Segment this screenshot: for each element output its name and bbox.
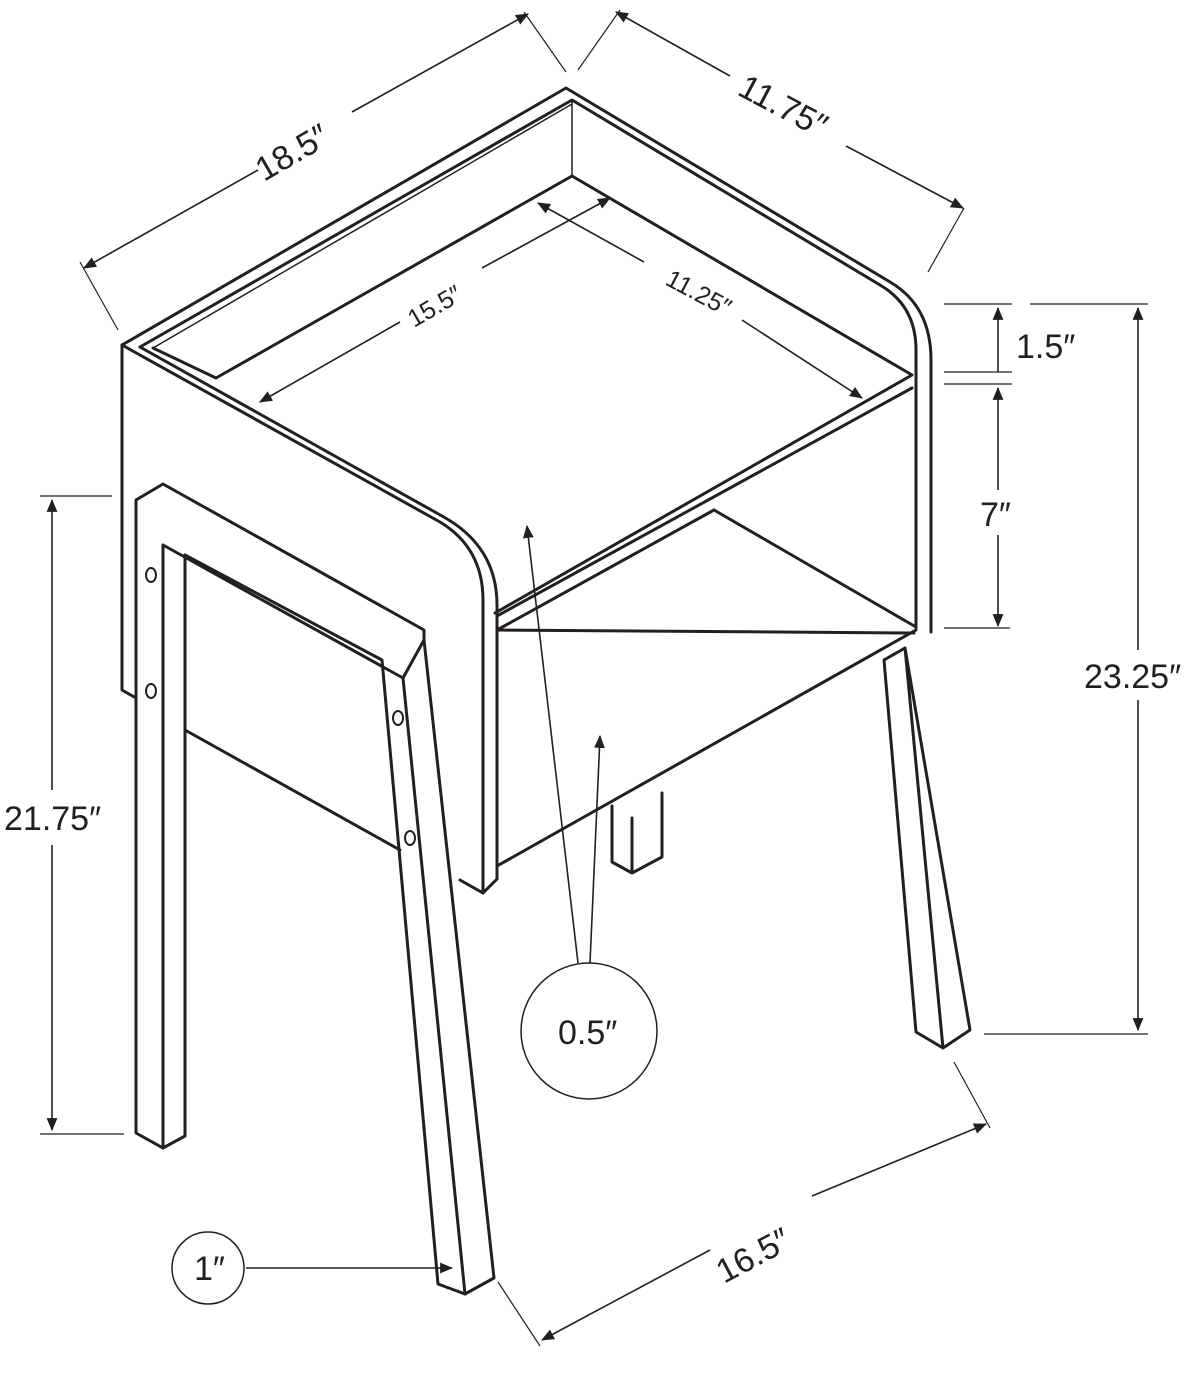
width-dim-line bbox=[83, 169, 259, 269]
inner-width-dim-line bbox=[259, 321, 401, 403]
panel-thickness-callout bbox=[520, 962, 658, 1100]
rear-leg bbox=[610, 791, 664, 875]
bottom-front-edge bbox=[481, 864, 499, 895]
right-back-leg bbox=[882, 646, 972, 1050]
leg-span-label: 16.5″ bbox=[710, 1221, 797, 1291]
front-frame bbox=[134, 482, 496, 1296]
overall-height-label: 23.25″ bbox=[1084, 658, 1181, 696]
screw-hole bbox=[145, 683, 157, 699]
leg-span-dim-line bbox=[541, 1249, 711, 1341]
screw-holes bbox=[145, 567, 416, 846]
front-frame-inner bbox=[161, 543, 467, 1296]
legs bbox=[134, 482, 972, 1296]
screw-hole bbox=[145, 567, 157, 583]
inner-width-label: 15.5″ bbox=[403, 280, 467, 333]
shelf-gap-label: 7″ bbox=[980, 496, 1011, 534]
screw-hole bbox=[392, 710, 404, 726]
panel-thickness-label: 0.5″ bbox=[558, 1014, 617, 1052]
top-inner-rim bbox=[138, 98, 918, 630]
leg-thickness-label: 1″ bbox=[194, 1250, 225, 1288]
shelf-front-edge bbox=[495, 386, 916, 635]
screw-hole bbox=[404, 830, 416, 846]
top-outer-rim bbox=[120, 86, 933, 634]
depth-label: 11.75″ bbox=[732, 68, 833, 146]
width-label: 18.5″ bbox=[249, 117, 336, 189]
left-side-panel bbox=[120, 343, 499, 895]
left-inner-wall bbox=[151, 346, 218, 380]
depth-dim-line bbox=[615, 11, 731, 77]
top-opening bbox=[214, 174, 914, 615]
leg-thickness-callout bbox=[171, 1231, 245, 1305]
dimension-lines bbox=[40, 9, 1148, 1347]
dimension-labels: 18.5″ 11.75″ 15.5″ 11.25″ 1.5″ 7″ 23.25″… bbox=[4, 68, 1181, 1292]
table-body bbox=[120, 86, 933, 895]
top-rail-label: 1.5″ bbox=[1016, 328, 1075, 366]
lower-shelf bbox=[495, 508, 918, 868]
inner-depth-label: 11.25″ bbox=[661, 265, 736, 322]
back-inner-edge bbox=[152, 100, 573, 349]
frame-height-label: 21.75″ bbox=[4, 800, 101, 838]
inner-depth-dim-line bbox=[537, 202, 645, 263]
